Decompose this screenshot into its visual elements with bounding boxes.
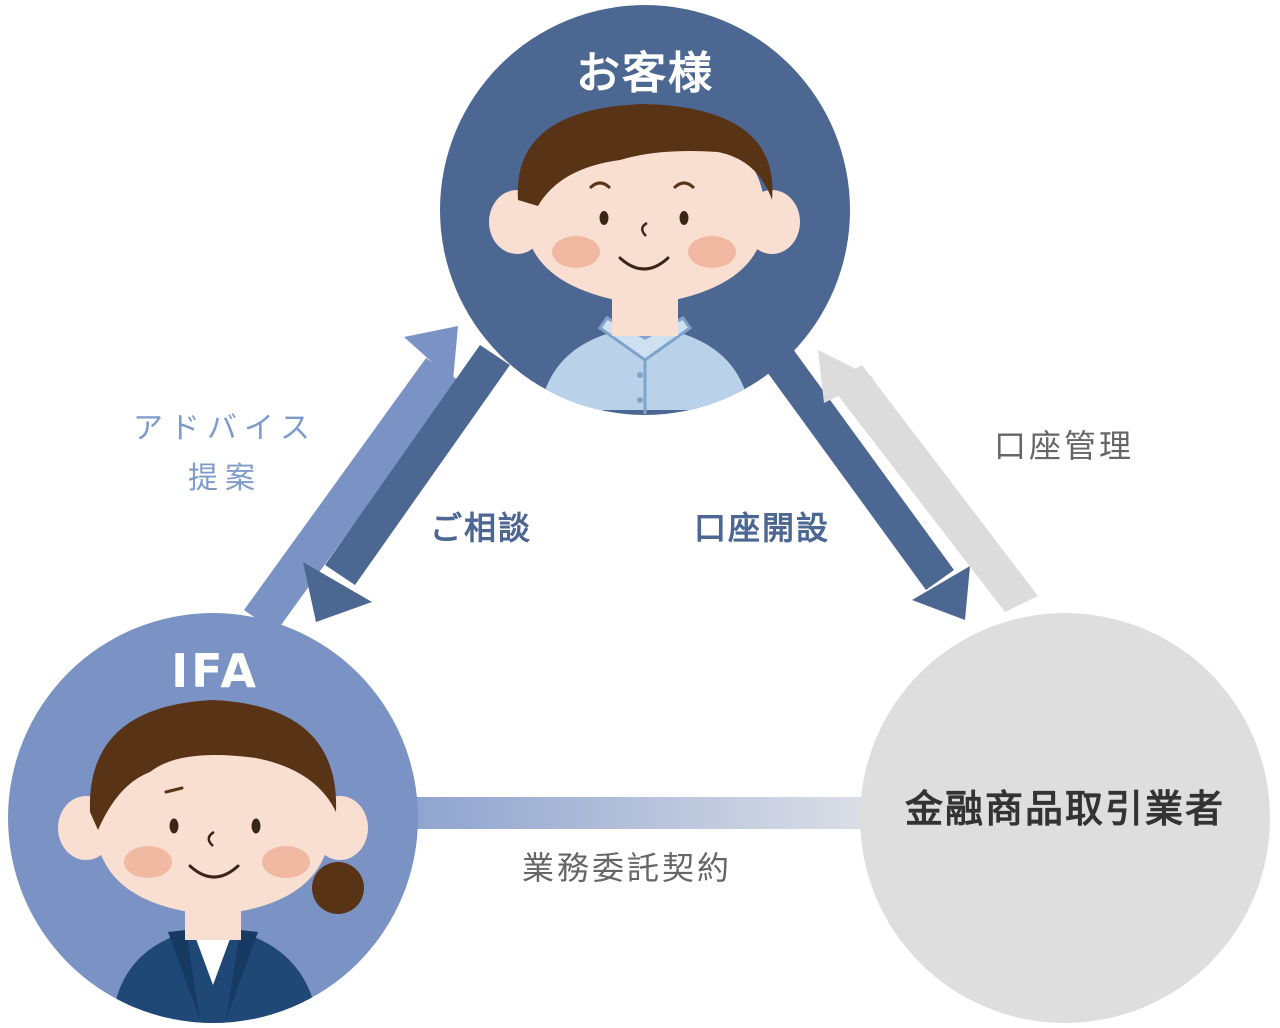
- account-open-arrow: [762, 345, 970, 620]
- advice-label-line-1: アドバイス: [132, 411, 318, 446]
- contract-label: 業務委託契約: [522, 849, 733, 887]
- advice-label-line-2: 提案: [188, 461, 262, 496]
- account-mgmt-arrow: [818, 350, 1038, 612]
- firm-node: [860, 613, 1270, 1023]
- firm-title: 金融商品取引業者: [904, 787, 1225, 831]
- customer-title: お客様: [576, 48, 714, 99]
- account-open-label: 口座開設: [694, 509, 831, 547]
- advice-arrow: [244, 326, 458, 632]
- advice-label: アドバイス 提案: [120, 404, 330, 504]
- contract-connector: [410, 797, 870, 829]
- ifa-title: IFA: [171, 644, 259, 698]
- customer-avatar: [489, 104, 800, 414]
- ifa-avatar: [58, 700, 368, 1023]
- consult-arrow: [303, 345, 510, 622]
- consult-label: ご相談: [430, 509, 533, 547]
- account-mgmt-label: 口座管理: [994, 427, 1135, 465]
